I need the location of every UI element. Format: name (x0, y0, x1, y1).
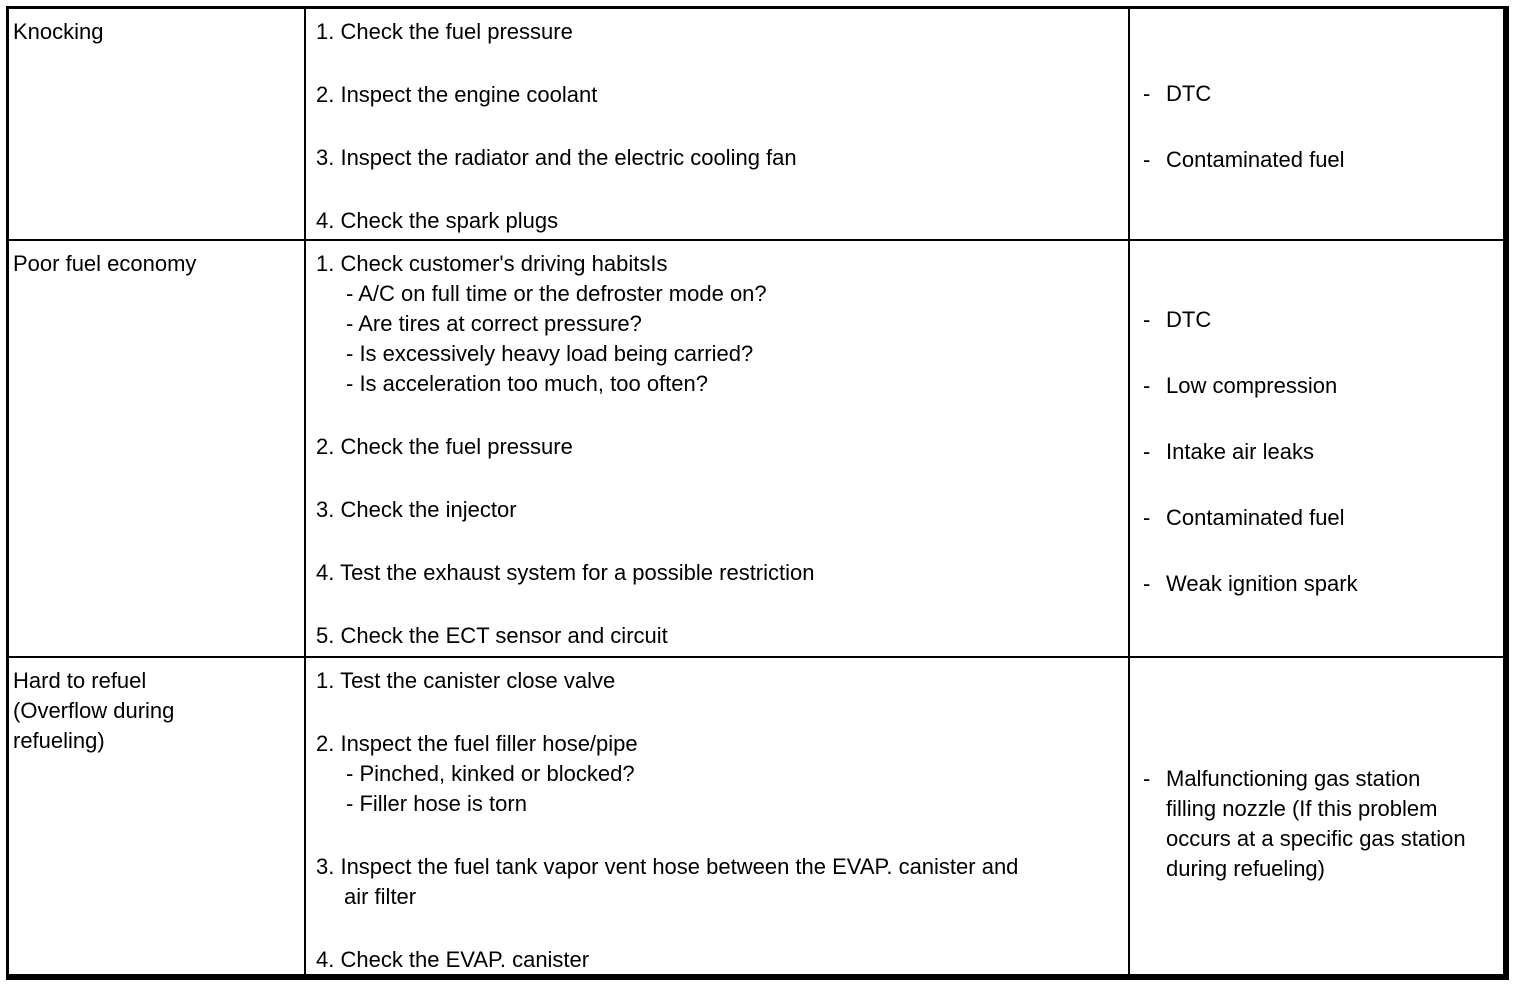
cause-line: Weak ignition spark (1166, 571, 1358, 596)
causes-cell: -Malfunctioning gas station filling nozzl… (1130, 656, 1503, 974)
cause-lines: DTC (1166, 79, 1211, 109)
possible-cause: -Weak ignition spark (1143, 569, 1495, 599)
dash: - (1143, 147, 1151, 172)
cause-lines: Malfunctioning gas station filling nozzle… (1166, 764, 1466, 884)
dash: - (1143, 505, 1151, 530)
cause-line: Contaminated fuel (1166, 147, 1345, 172)
cause-line: occurs at a specific gas station (1166, 826, 1466, 851)
inspection-cell: 1. Check the fuel pressure 2. Inspect the… (306, 9, 1130, 239)
dash: - (1143, 439, 1151, 464)
cause-line: Intake air leaks (1166, 439, 1314, 464)
inspection-cell: 1. Test the canister close valve 2. Inspe… (306, 656, 1130, 974)
dash: - (1143, 571, 1151, 596)
inspection-step: 2. Inspect the fuel filler hose/pipe (316, 731, 638, 756)
cause-lines: Weak ignition spark (1166, 569, 1358, 599)
inspection-sub-item: - Filler hose is torn (346, 791, 527, 816)
inspection-step: 2. Check the fuel pressure (316, 434, 573, 459)
inspection-step: 3. Inspect the radiator and the electric… (316, 145, 797, 170)
cause-line: DTC (1166, 81, 1212, 106)
possible-cause: -Intake air leaks (1143, 437, 1495, 467)
inspection-sub-item: - A/C on full time or the defroster mode… (346, 281, 767, 306)
cause-line: DTC (1166, 307, 1212, 332)
inspection-sub-item: - Is excessively heavy load being carrie… (346, 341, 754, 366)
dash: - (1143, 766, 1151, 791)
inspection-step: 4. Check the spark plugs (316, 208, 559, 233)
inspection-step: 5. Check the ECT sensor and circuit (316, 623, 668, 648)
inspection-continuation: air filter (344, 884, 417, 909)
inspection-sub-item: - Pinched, kinked or blocked? (346, 761, 635, 786)
symptom-line: Knocking (13, 19, 104, 44)
symptom-line: Poor fuel economy (13, 251, 197, 276)
inspection-sub-item: - Is acceleration too much, too often? (346, 371, 708, 396)
possible-cause: -Low compression (1143, 371, 1495, 401)
inspection-step: 1. Check customer's driving habitsIs (316, 251, 668, 276)
possible-cause: -DTC (1143, 305, 1495, 335)
dash: - (1143, 81, 1151, 106)
inspection-step: 4. Test the exhaust system for a possibl… (316, 560, 815, 585)
cause-lines: Contaminated fuel (1166, 503, 1345, 533)
symptom-cell: Poor fuel economy (9, 239, 306, 656)
symptom-cell: Knocking (9, 9, 306, 239)
cause-line: during refueling) (1166, 856, 1325, 881)
inspection-step: 3. Inspect the fuel tank vapor vent hose… (316, 854, 1019, 879)
inspection-cell: 1. Check customer's driving habitsIs - A/… (306, 239, 1130, 656)
cause-line: Low compression (1166, 373, 1338, 398)
cause-line: Malfunctioning gas station (1166, 766, 1421, 791)
inspection-step: 1. Test the canister close valve (316, 668, 616, 693)
symptom-cell: Hard to refuel (Overflow during refueling) (9, 656, 306, 974)
possible-cause: -DTC (1143, 79, 1495, 109)
cause-lines: DTC (1166, 305, 1211, 335)
troubleshooting-table: Knocking 1. Check the fuel pressure 2. Ins… (6, 6, 1509, 980)
inspection-step: 4. Check the EVAP. canister (316, 947, 590, 972)
inspection-step: 3. Check the injector (316, 497, 517, 522)
inspection-step: 2. Inspect the engine coolant (316, 82, 598, 107)
possible-cause: -Contaminated fuel (1143, 503, 1495, 533)
possible-cause: -Contaminated fuel (1143, 145, 1495, 175)
dash: - (1143, 307, 1151, 332)
inspection-sub-item: - Are tires at correct pressure? (346, 311, 642, 336)
symptom-line: Hard to refuel (13, 668, 147, 693)
cause-lines: Intake air leaks (1166, 437, 1314, 467)
cause-line: filling nozzle (If this problem (1166, 796, 1438, 821)
symptom-line: refueling) (13, 728, 105, 753)
dash: - (1143, 373, 1151, 398)
cause-lines: Contaminated fuel (1166, 145, 1345, 175)
inspection-step: 1. Check the fuel pressure (316, 19, 573, 44)
cause-line: Contaminated fuel (1166, 505, 1345, 530)
cause-lines: Low compression (1166, 371, 1337, 401)
possible-cause: -Malfunctioning gas station filling nozzl… (1143, 764, 1495, 884)
symptom-line: (Overflow during (13, 698, 175, 723)
causes-cell: -DTC-Low compression-Intake air leaks-Co… (1130, 239, 1503, 656)
causes-cell: -DTC-Contaminated fuel (1130, 9, 1503, 239)
